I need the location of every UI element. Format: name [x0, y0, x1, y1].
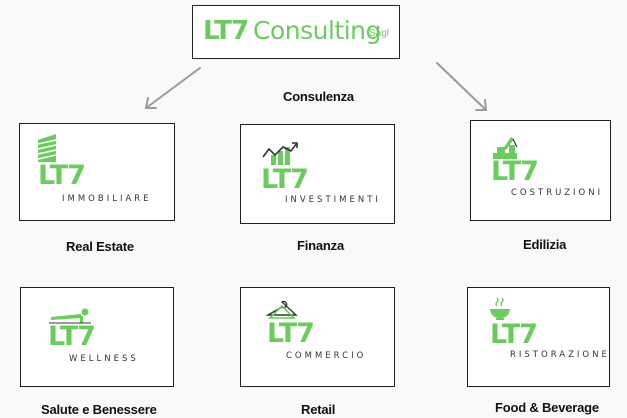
chart-growth-icon: [262, 142, 298, 165]
card-logo: LT7: [491, 156, 539, 187]
card-subtitle: WELLNESS: [69, 354, 139, 364]
card-logo: LT7: [38, 160, 86, 191]
crane-icon: [493, 137, 518, 159]
card-wellness: LT7 WELLNESS: [20, 287, 174, 387]
card-subtitle: COMMERCIO: [286, 351, 367, 361]
caption-retail: Retail: [301, 402, 336, 417]
hanger-icon: [265, 300, 298, 319]
arrow-right: [436, 62, 487, 111]
card-commercio: LT7 COMMERCIO: [240, 287, 395, 387]
caption-real-estate: Real Estate: [66, 239, 134, 254]
plank-person-icon: [49, 308, 91, 324]
caption-finanza: Finanza: [297, 238, 344, 253]
card-subtitle: RISTORAZIONE: [510, 350, 610, 360]
card-ristorazione: LT7 RISTORAZIONE: [467, 287, 610, 387]
building-icon: [37, 134, 57, 162]
steaming-bowl-icon: [490, 297, 510, 320]
card-logo: LT7: [490, 319, 538, 350]
card-immobiliare: LT7 IMMOBILIARE: [19, 123, 175, 221]
brand-sagl: Sagl: [368, 28, 389, 39]
consulting-header-box: LT7 Consulting Sagl: [192, 5, 400, 59]
caption-food-beverage: Food & Beverage: [495, 400, 599, 415]
caption-edilizia: Edilizia: [523, 237, 567, 252]
card-costruzioni: LT7 COSTRUZIONI: [470, 120, 611, 221]
card-subtitle: IMMOBILIARE: [62, 194, 152, 204]
brand-lt7: LT7: [203, 16, 249, 46]
brand-consulting: Consulting: [253, 16, 381, 45]
card-investimenti: LT7 INVESTIMENTI: [240, 124, 395, 224]
card-logo: LT7: [261, 164, 309, 195]
consulenza-label: Consulenza: [283, 89, 354, 104]
card-subtitle: COSTRUZIONI: [511, 188, 604, 198]
card-logo: LT7: [267, 318, 315, 349]
arrow-left: [145, 67, 201, 109]
caption-salute: Salute e Benessere: [41, 402, 157, 417]
card-subtitle: INVESTIMENTI: [285, 195, 381, 205]
card-logo: LT7: [48, 321, 96, 352]
